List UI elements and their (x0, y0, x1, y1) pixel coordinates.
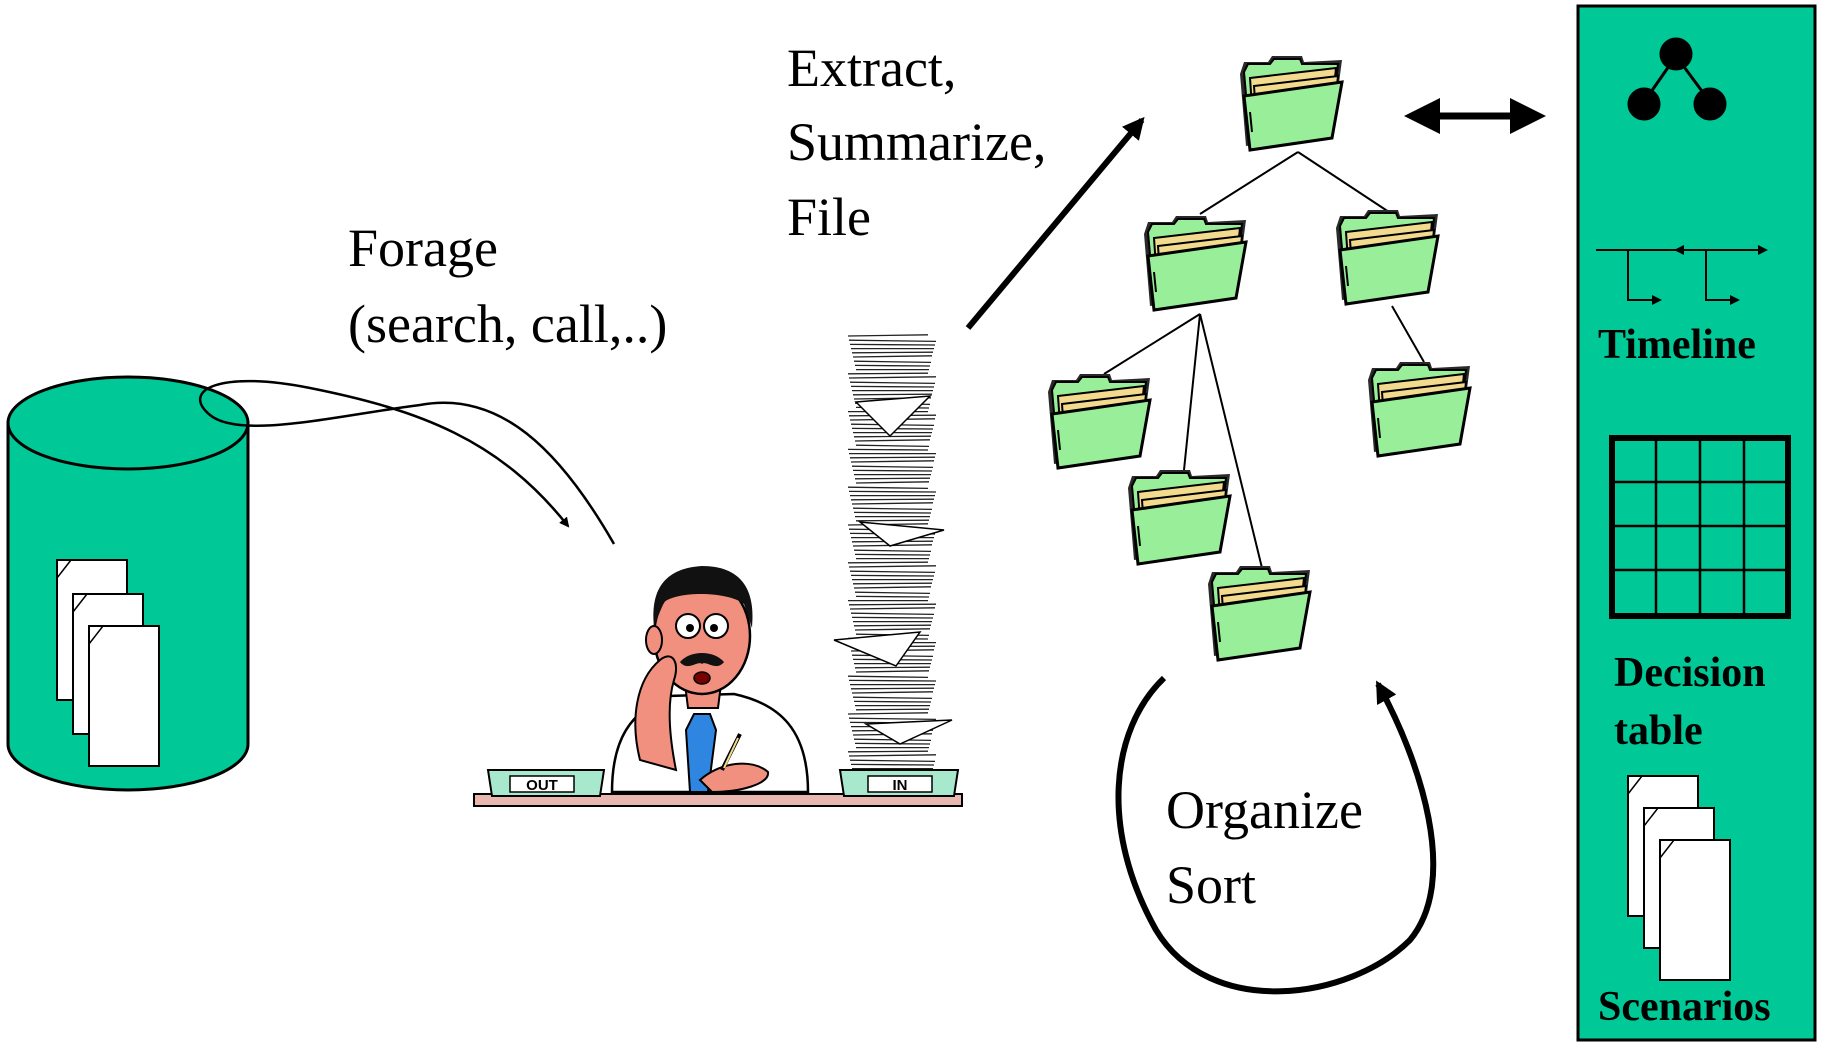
grid-table-icon (1609, 435, 1791, 619)
double-headed-arrow-icon (1404, 98, 1546, 134)
out-tray-label: OUT (526, 777, 558, 794)
in-tray-label: IN (893, 777, 908, 794)
tall-paper-stack-icon (833, 334, 953, 774)
timeline-arrows-icon (1596, 245, 1768, 305)
extract-label: Extract, (787, 38, 956, 98)
folder-icon (1366, 360, 1472, 458)
folder-icon (1046, 372, 1152, 470)
sort-label: Sort (1166, 855, 1256, 915)
node-graph-icon (1627, 37, 1727, 121)
in-tray: IN (838, 769, 960, 797)
forage-label: Forage (348, 218, 498, 278)
database-cylinder-icon (6, 375, 250, 792)
decision-label: Decision (1614, 650, 1766, 696)
folder-icon (1334, 208, 1440, 306)
scenarios-label: Scenarios (1598, 984, 1771, 1030)
forage-arrow (198, 379, 616, 545)
extract-arrow (965, 116, 1145, 330)
visualization-panel: Timeline Decision table Scenarios (1576, 4, 1817, 1042)
folder-icon (1142, 214, 1248, 312)
forage-sublabel: (search, call,..) (348, 294, 667, 354)
decision-table-label: table (1614, 708, 1703, 754)
out-tray: OUT (486, 769, 606, 797)
summarize-label: Summarize, (787, 112, 1046, 172)
organize-label: Organize (1166, 780, 1363, 840)
organize-loop-arrow (1115, 675, 1437, 995)
timeline-label: Timeline (1598, 322, 1756, 368)
folder-icon (1126, 468, 1232, 566)
folder-tree-lines (1103, 151, 1425, 569)
file-label: File (787, 187, 871, 247)
folder-icon (1206, 564, 1312, 662)
overwhelmed-analyst-at-desk: OUT IN (473, 566, 963, 807)
folder-icon (1238, 54, 1344, 152)
